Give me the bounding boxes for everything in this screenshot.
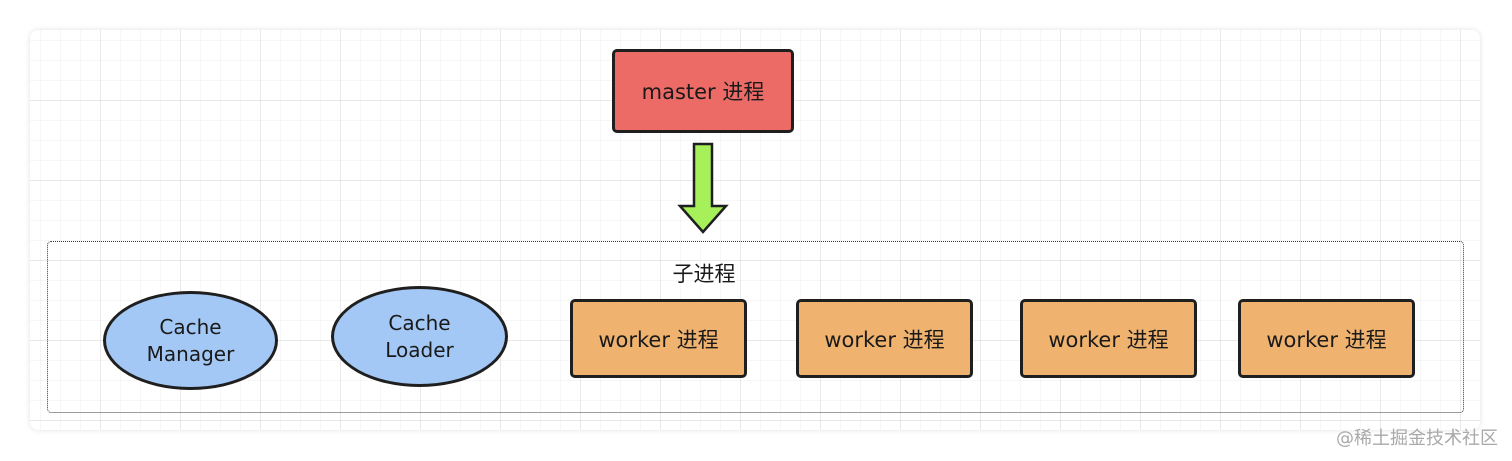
- child-process-group-title: 子进程: [672, 262, 736, 286]
- worker-process-node: worker 进程: [1238, 299, 1415, 378]
- worker-process-label: worker 进程: [824, 327, 945, 352]
- child-process-group: [47, 241, 1464, 413]
- master-process-node: master 进程: [612, 49, 794, 133]
- down-arrow-icon: [677, 142, 729, 234]
- cache-loader-node: Cache Loader: [331, 286, 508, 387]
- worker-process-node: worker 进程: [570, 299, 747, 378]
- watermark: @稀土掘金技术社区: [1336, 428, 1498, 449]
- cache-manager-label-line1: Cache: [159, 314, 222, 339]
- cache-manager-label-line2: Manager: [146, 341, 235, 366]
- cache-loader-label-line1: Cache: [388, 310, 451, 335]
- worker-process-label: worker 进程: [1048, 327, 1169, 352]
- cache-manager-node: Cache Manager: [103, 291, 278, 390]
- worker-process-node: worker 进程: [1020, 299, 1197, 378]
- worker-process-label: worker 进程: [598, 327, 719, 352]
- worker-process-label: worker 进程: [1266, 327, 1387, 352]
- cache-loader-label-line2: Loader: [385, 337, 454, 362]
- worker-process-node: worker 进程: [796, 299, 973, 378]
- master-process-label: master 进程: [641, 80, 765, 104]
